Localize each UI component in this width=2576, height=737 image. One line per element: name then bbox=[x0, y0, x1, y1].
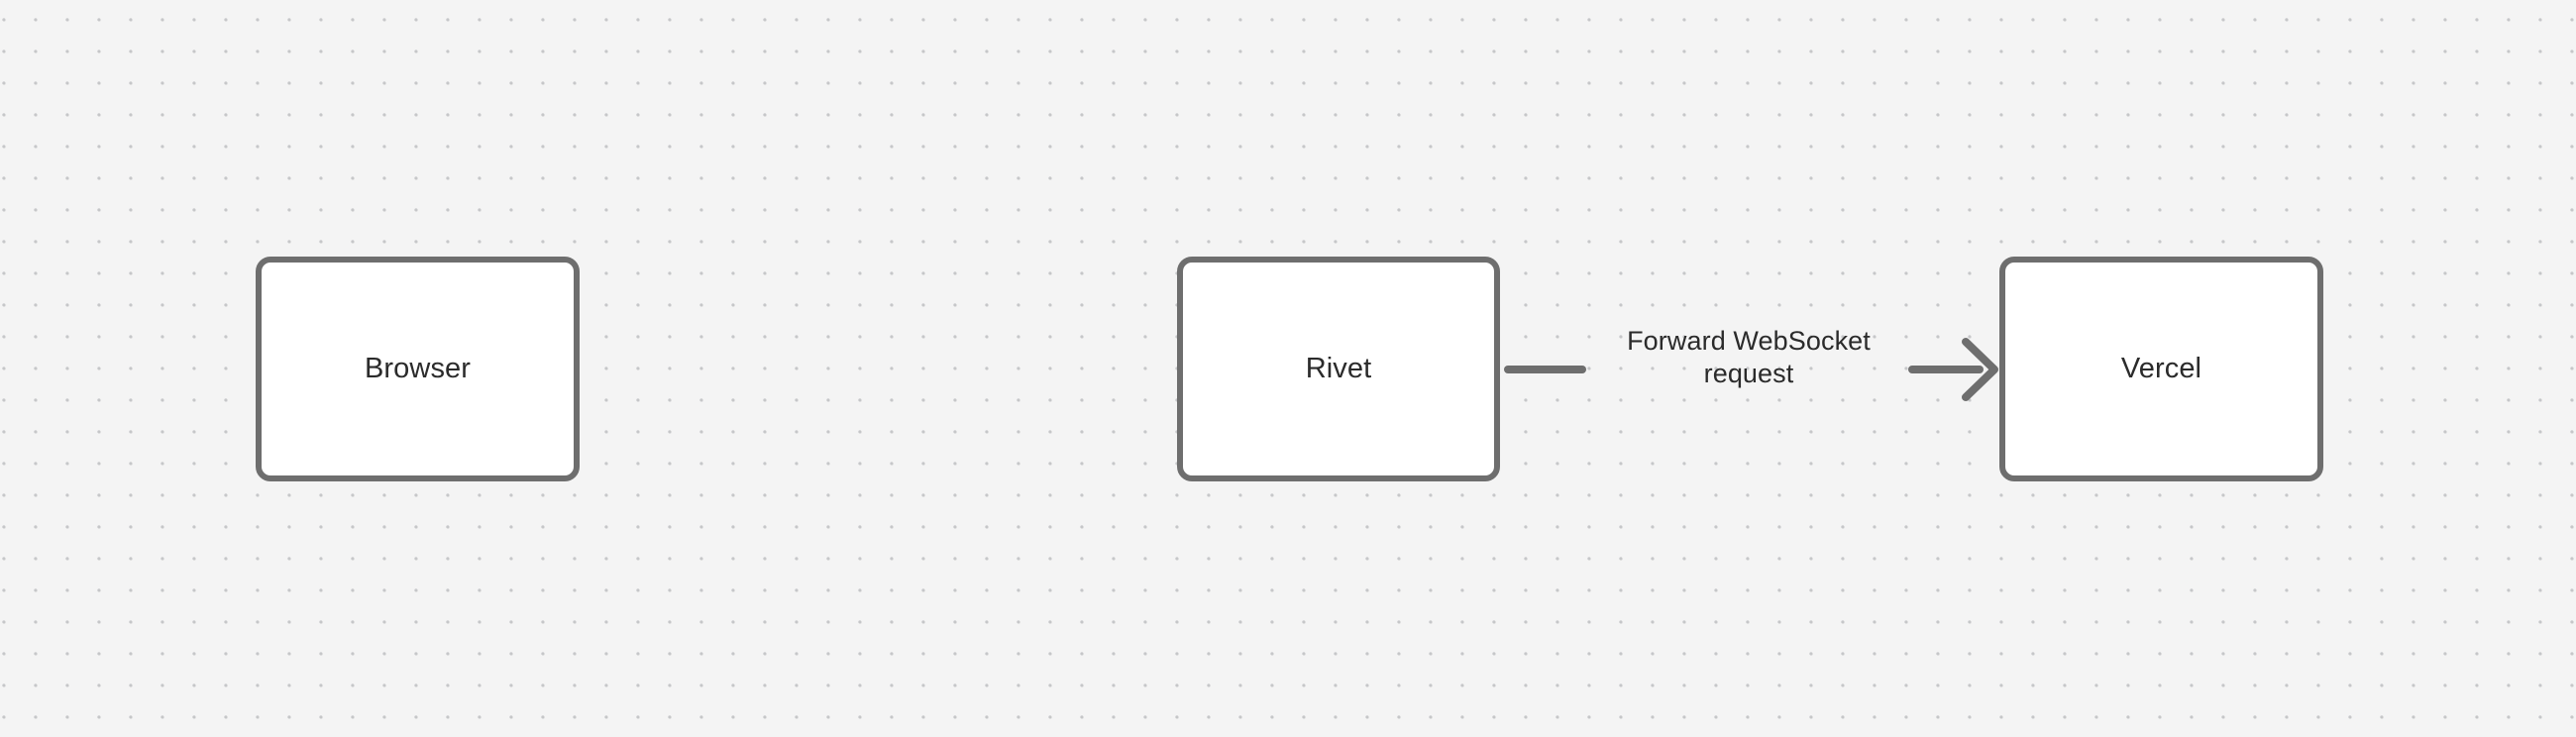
edge-label-line-1: Forward WebSocket bbox=[1627, 326, 1871, 356]
node-vercel[interactable]: Vercel bbox=[1999, 257, 2323, 481]
node-vercel-label: Vercel bbox=[2120, 353, 2202, 385]
edge-label-line-2: request bbox=[1703, 359, 1794, 388]
node-rivet[interactable]: Rivet bbox=[1177, 257, 1500, 481]
edge-label-rivet-to-vercel: Forward WebSocket request bbox=[1577, 325, 1920, 390]
node-browser[interactable]: Browser bbox=[256, 257, 580, 481]
arrowhead-icon bbox=[1962, 338, 1998, 401]
node-rivet-label: Rivet bbox=[1305, 353, 1372, 385]
node-browser-label: Browser bbox=[364, 353, 472, 385]
